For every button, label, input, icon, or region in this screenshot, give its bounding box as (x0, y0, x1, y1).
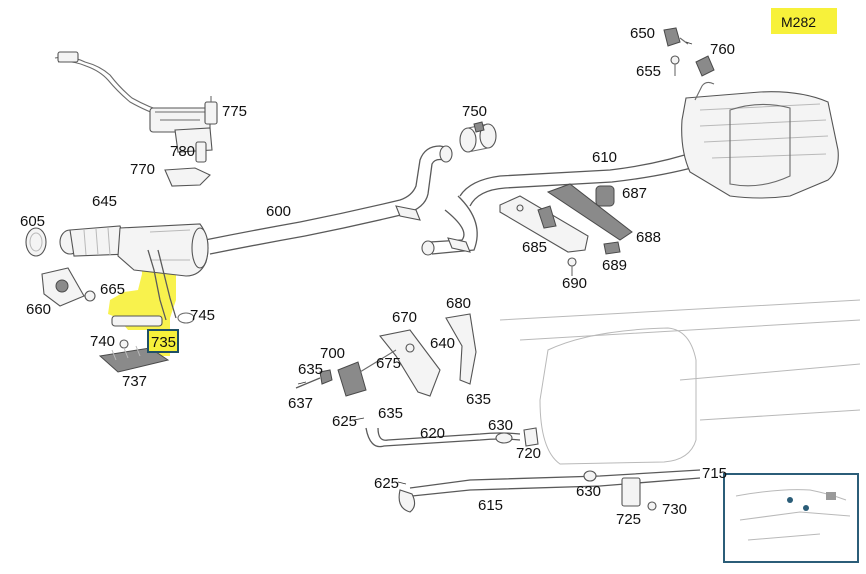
model-code-highlight (771, 8, 837, 34)
flex-pipe-645 (59, 225, 131, 257)
label-655: 655 (636, 63, 661, 80)
label-640: 640 (430, 335, 455, 352)
label-687: 687 (622, 185, 647, 202)
label-680: 680 (446, 295, 471, 312)
leader-lines (297, 41, 693, 485)
clamp-750 (459, 121, 497, 153)
bracket-725 (621, 477, 641, 507)
bracket-680 (445, 313, 477, 385)
label-725: 725 (616, 511, 641, 528)
label-605: 605 (20, 213, 45, 230)
label-740: 740 (90, 333, 115, 350)
label-665: 665 (100, 281, 125, 298)
hose-615 (398, 469, 701, 513)
overview-inset (723, 473, 859, 563)
label-720: 720 (516, 445, 541, 462)
label-625-a: 625 (332, 413, 357, 430)
label-660: 660 (26, 301, 51, 318)
exhaust-pipe-600 (204, 145, 478, 256)
nox-sensor-assembly (54, 51, 218, 187)
rear-muffler (681, 81, 839, 199)
label-625-b: 625 (374, 475, 399, 492)
nut-665 (84, 290, 96, 302)
connector-720 (523, 427, 539, 447)
label-750: 750 (462, 103, 487, 120)
label-635-c: 635 (466, 391, 491, 408)
label-675: 675 (376, 355, 401, 372)
label-620: 620 (420, 425, 445, 442)
bolt-730 (647, 501, 657, 511)
label-688: 688 (636, 229, 661, 246)
clamp-630 (495, 432, 597, 482)
label-600: 600 (266, 203, 291, 220)
label-645: 645 (92, 193, 117, 210)
label-760: 760 (710, 41, 735, 58)
label-735-box (147, 329, 179, 353)
rubber-mount-760 (695, 55, 715, 77)
label-735: 735 (151, 334, 176, 351)
label-610: 610 (592, 149, 617, 166)
label-770: 770 (130, 161, 155, 178)
label-670: 670 (392, 309, 417, 326)
sensor-700 (337, 349, 397, 397)
bolt-690 (567, 257, 577, 276)
label-780: 780 (170, 143, 195, 160)
label-700: 700 (320, 345, 345, 362)
label-630-b: 630 (576, 483, 601, 500)
bolt-655 (670, 55, 680, 76)
bracket-670 (379, 329, 441, 397)
strap-688 (546, 183, 633, 241)
hanger-650 (663, 27, 689, 47)
label-635-a: 635 (298, 361, 323, 378)
label-689: 689 (602, 257, 627, 274)
label-685: 685 (522, 239, 547, 256)
bracket-685 (499, 195, 589, 253)
exhaust-pipe-610 (459, 149, 707, 207)
bracket-660 (41, 267, 85, 307)
sensor-pipe-735 (111, 249, 195, 349)
tank-outline (499, 299, 861, 465)
label-745: 745 (190, 307, 215, 324)
label-630-a: 630 (488, 417, 513, 434)
bolt-637 (295, 369, 333, 389)
label-650: 650 (630, 25, 655, 42)
label-615: 615 (478, 497, 503, 514)
part-labels: 600 605 610 615 620 625 625 630 630 635 … (20, 25, 735, 528)
label-737: 737 (122, 373, 147, 390)
label-690: 690 (562, 275, 587, 292)
label-635-b: 635 (378, 405, 403, 422)
dpf-housing (117, 223, 209, 277)
grommet-689 (603, 241, 621, 255)
label-715: 715 (702, 465, 727, 482)
label-775: 775 (222, 103, 247, 120)
cover-737 (98, 345, 170, 373)
rubber-687 (595, 185, 615, 207)
label-637: 637 (288, 395, 313, 412)
label-730: 730 (662, 501, 687, 518)
clamp-605 (25, 227, 47, 257)
model-code-label: M282 (781, 14, 816, 30)
